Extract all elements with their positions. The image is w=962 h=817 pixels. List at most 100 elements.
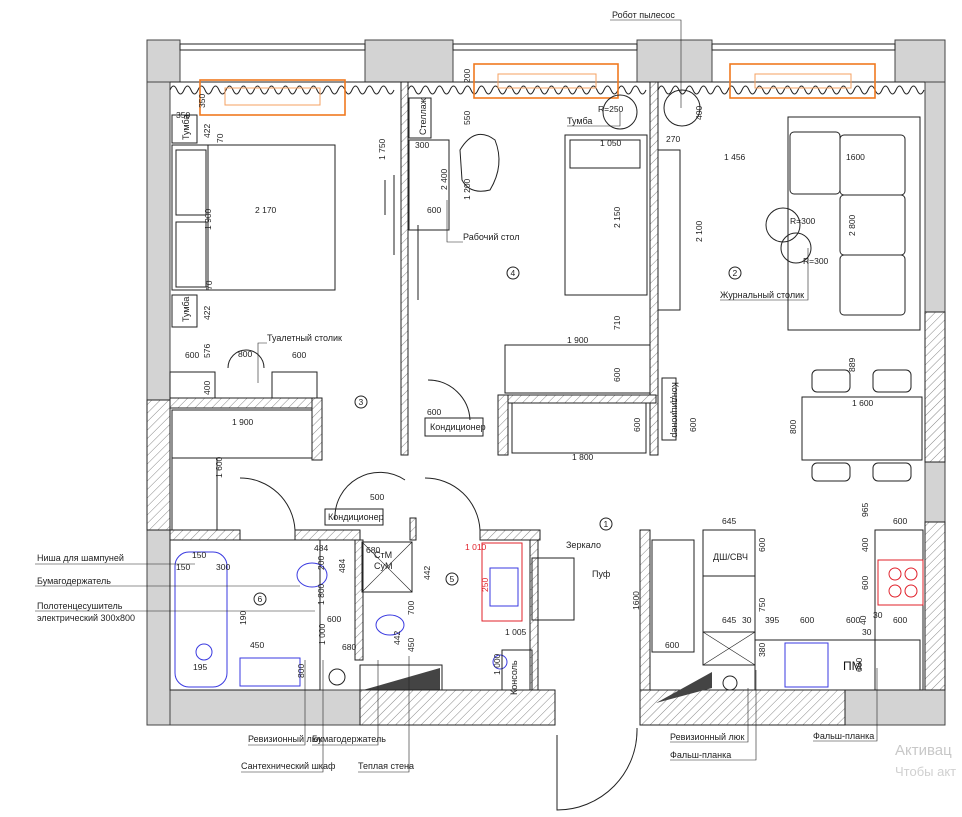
dimension-label: 700 [406, 601, 416, 615]
room-number: 3 [359, 397, 364, 407]
room4-furniture [408, 94, 651, 454]
label-towel-dryer-spec: электрический 300x800 [37, 613, 135, 623]
dimension-label: 30 [873, 610, 883, 620]
dimension-label: 1 750 [377, 138, 387, 160]
label-ac-room4: Кондиционер [430, 422, 486, 432]
dimension-label: 645 [722, 615, 736, 625]
room-number: 6 [258, 594, 263, 604]
dimension-label: 422 [202, 306, 212, 320]
label-access-hatch-bath: Ревизионный люк [248, 734, 323, 744]
dimension-label: 680 [366, 545, 380, 555]
label-mirror: Зеркало [566, 540, 601, 550]
label-nightstand: Тумба [567, 116, 592, 126]
room-number: 4 [511, 268, 516, 278]
label-shampoo-niche: Ниша для шампуней [37, 553, 124, 563]
dimension-label: 600 [860, 576, 870, 590]
bath-furniture [174, 471, 575, 691]
label-coffee-table: Журнальный столик [720, 290, 804, 300]
label-towel-dryer: Полотенцесушитель [37, 601, 123, 611]
label-plumbing-cabinet: Сантехнический шкаф [241, 761, 336, 771]
label-vanity-table: Туалетный столик [267, 333, 342, 343]
label-shelving: Стеллаж [418, 98, 428, 135]
dimension-label: 1 010 [465, 542, 487, 552]
dimension-label: 1 000 [317, 623, 327, 645]
dimension-label: 200 [316, 556, 326, 570]
dimension-label: 1 200 [462, 178, 472, 200]
label-robot-vacuum: Робот пылесос [612, 10, 675, 20]
dimension-label: 600 [185, 350, 199, 360]
dimension-label: 2 170 [255, 205, 277, 215]
curtains [169, 85, 925, 95]
dimension-label: 600 [292, 350, 306, 360]
dimension-label: 484 [337, 559, 347, 573]
dimension-label: 2 400 [439, 168, 449, 190]
label-filler-strip: Фальш-планка [813, 731, 874, 741]
dimension-label: R=250 [598, 104, 624, 114]
dimension-label: 1 900 [567, 335, 589, 345]
dimension-label: 500 [370, 492, 384, 502]
windows [170, 43, 925, 83]
dimension-label: 1 456 [724, 152, 746, 162]
label-pouf: Пуф [592, 569, 611, 579]
label-nightstand: Тумба [181, 115, 191, 140]
room-numbers: 1 2 3 4 5 6 [253, 266, 742, 606]
dimension-label: 70 [215, 133, 225, 143]
dimension-label: 2 800 [847, 214, 857, 236]
label-ac-hall: Кондиционер [328, 512, 384, 522]
dimension-label: 600 [854, 658, 864, 672]
dimension-label: 400 [694, 106, 704, 120]
dimension-label: 450 [250, 640, 264, 650]
leader-lines [35, 19, 878, 773]
dimension-label: 30 [742, 615, 752, 625]
dimension-label: 150 [192, 550, 206, 560]
dimension-label: 30 [862, 627, 872, 637]
bedroom-furniture [169, 114, 395, 531]
dimension-label: 800 [788, 420, 798, 434]
dimension-label: 442 [422, 566, 432, 580]
dimension-label: 270 [666, 134, 680, 144]
label-filler-strip: Фальш-планка [670, 750, 731, 760]
dimension-label: 1 800 [572, 452, 594, 462]
dimension-label: 600 [800, 615, 814, 625]
dimension-label: 250 [480, 578, 490, 592]
dimension-label: 889 [847, 358, 857, 372]
dimension-label: 70 [204, 280, 214, 290]
dimension-label: 1 900 [232, 417, 254, 427]
label-ac-living: Кондиционер [670, 382, 680, 438]
dimension-label: 1600 [846, 152, 865, 162]
dimension-label: 150 [176, 562, 190, 572]
dimension-label: 442 [392, 631, 402, 645]
dimension-label: 2 150 [612, 206, 622, 228]
dimension-label: 600 [893, 516, 907, 526]
label-dw-microwave: ДШ/СВЧ [713, 552, 748, 562]
dimension-label: 1 050 [600, 138, 622, 148]
dimension-label: 40 [858, 615, 868, 625]
dimension-label: 1 600 [214, 456, 224, 478]
lighting-fixtures [199, 63, 876, 116]
dimension-label: 965 [860, 503, 870, 517]
label-washer: СтМ [374, 550, 392, 560]
watermark: Чтобы акт [895, 764, 956, 779]
dimension-label: 2 100 [694, 220, 704, 242]
label-access-hatch-kitchen: Ревизионный люк [670, 732, 745, 742]
living-furniture [657, 89, 923, 482]
dimension-label: 300 [216, 562, 230, 572]
dimension-label: 750 [757, 598, 767, 612]
dimension-label: 1 800 [316, 583, 326, 605]
label-desk: Рабочий стол [463, 232, 520, 242]
dimension-label: 450 [406, 638, 416, 652]
dimension-label: 600 [688, 418, 698, 432]
dimension-label: 484 [314, 543, 328, 553]
dimension-label: 422 [202, 124, 212, 138]
dimension-label: 600 [665, 640, 679, 650]
dimension-label: 600 [427, 407, 441, 417]
label-nightstand: Тумба [181, 297, 191, 322]
dimension-label: 395 [765, 615, 779, 625]
room-number: 5 [450, 574, 455, 584]
label-dryer: СуМ [374, 561, 393, 571]
dimension-label: 576 [202, 344, 212, 358]
dimension-label: 1 005 [505, 627, 527, 637]
dimension-label: 600 [327, 614, 341, 624]
dimension-label: 200 [462, 69, 472, 83]
